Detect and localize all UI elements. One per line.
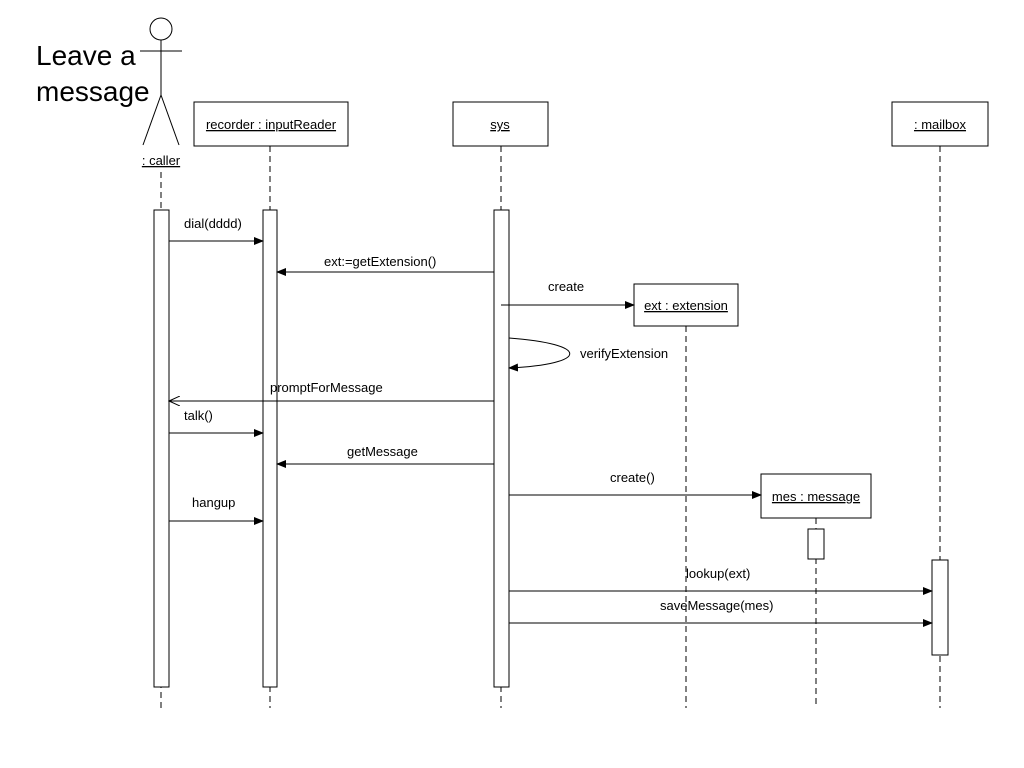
message-dial-label: dial(dddd) xyxy=(184,216,242,231)
recorder-activation xyxy=(262,209,278,688)
message-getExtension-label: ext:=getExtension() xyxy=(324,254,436,269)
message-create-mes: create() xyxy=(509,470,762,499)
message-talk-label: talk() xyxy=(184,408,213,423)
caller-actor-icon xyxy=(140,17,182,146)
message-hangup: hangup xyxy=(169,495,264,525)
message-promptForMessage-label: promptForMessage xyxy=(270,380,383,395)
diagram-title-line1: Leave a xyxy=(36,40,136,71)
message-create-ext-label: create xyxy=(548,279,584,294)
object-recorder: recorder : inputReader xyxy=(193,101,349,147)
message-verifyExtension: verifyExtension xyxy=(508,337,668,372)
object-mes-label: mes : message xyxy=(772,489,860,504)
message-getMessage: getMessage xyxy=(276,444,494,468)
message-getMessage-label: getMessage xyxy=(347,444,418,459)
svg-text:recorder : inputReader: recorder : inputReader xyxy=(206,117,337,132)
object-ext-label: ext : extension xyxy=(644,298,728,313)
object-mailbox-label: : mailbox xyxy=(914,117,967,132)
object-recorder-name: recorder xyxy=(206,117,258,132)
message-create-mes-label: create() xyxy=(610,470,655,485)
message-create-ext: create xyxy=(501,279,635,309)
object-mailbox: : mailbox xyxy=(891,101,989,147)
object-ext: ext : extension xyxy=(633,283,739,327)
mes-activation xyxy=(807,528,825,560)
caller-activation xyxy=(153,209,170,688)
message-lookup-label: lookup(ext) xyxy=(686,566,750,581)
mailbox-activation xyxy=(931,559,949,656)
object-recorder-type: : inputReader xyxy=(258,117,337,132)
object-sys-label: sys xyxy=(490,117,510,132)
message-hangup-label: hangup xyxy=(192,495,235,510)
message-promptForMessage: promptForMessage xyxy=(169,380,494,401)
message-saveMessage-label: saveMessage(mes) xyxy=(660,598,773,613)
message-lookup: lookup(ext) xyxy=(509,566,933,595)
caller-label: : caller xyxy=(142,153,181,168)
diagram-title-line2: message xyxy=(36,76,150,107)
message-dial: dial(dddd) xyxy=(169,216,264,245)
message-talk: talk() xyxy=(169,408,264,437)
object-sys: sys xyxy=(452,101,549,147)
message-saveMessage: saveMessage(mes) xyxy=(509,598,933,627)
object-mes: mes : message xyxy=(760,473,872,519)
sys-activation xyxy=(493,209,510,688)
message-verifyExtension-label: verifyExtension xyxy=(580,346,668,361)
message-getExtension: ext:=getExtension() xyxy=(276,254,494,276)
